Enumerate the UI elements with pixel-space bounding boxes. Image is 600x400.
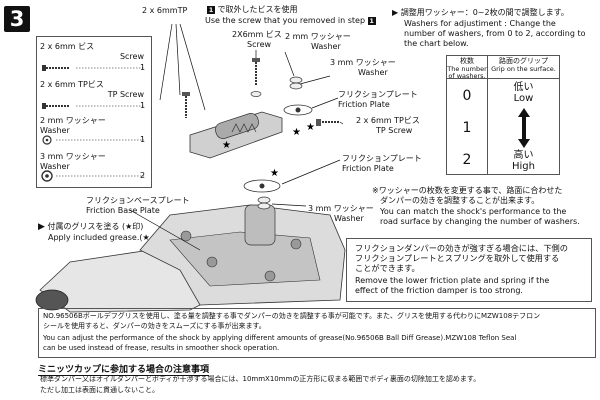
chart-col2-header: 路面のグリップ Grip on the surface. (488, 56, 559, 79)
double-arrow-icon (518, 108, 530, 148)
callout-screw-en: Screw (247, 40, 272, 49)
adjust-note-jp: ▶ 調整用ワッシャー：0~2枚の間で調整します。 (392, 8, 569, 17)
callout-screw-jp: 2X6mm ビス (232, 30, 282, 39)
remove-en-2: effect of the friction damper is too str… (355, 286, 523, 295)
callout-friction-plate-jp: フリクションプレート (338, 90, 418, 99)
svg-text:★: ★ (222, 140, 231, 151)
friction-base-jp: フリクションベースプレート (86, 196, 190, 205)
callout-washer-3mm-jp: 3 mm ワッシャー (330, 58, 396, 67)
remove-en-1: Remove the lower friction plate and spri… (355, 276, 550, 285)
callout-washer-3mm-bottom-jp: 3 mm ワッシャー (308, 204, 374, 213)
washer-change-jp-1: ※ワッシャーの枚数を変更する事で、路面に合わせた (372, 186, 563, 195)
remove-jp-3: ことができます。 (355, 263, 420, 273)
part-1-jp: 2 x 6mm ビス (40, 42, 95, 51)
remove-plate-box: フリクションダンパーの効きが強すぎる場合には、下側の フリクションプレートとスプ… (346, 238, 592, 302)
callout-washer-3mm-en: Washer (358, 68, 388, 77)
grease-info-jp-1: NO.96506Bボールデフグリスを使用し、塗る量を調整する事でダンパーの効きを… (43, 312, 541, 320)
part-3-jp: 2 mm ワッシャー (40, 116, 106, 125)
part-2-qty: 1 (140, 101, 146, 110)
grease-info-box: NO.96506Bボールデフグリスを使用し、塗る量を調整する事でダンパーの効きを… (38, 308, 596, 358)
cup-section-line-2: ただし加工は表面に貫通しないこと。 (40, 386, 159, 394)
part-1-en: Screw (119, 52, 144, 61)
part-3-qty: 1 (140, 135, 146, 144)
parts-list (36, 36, 152, 188)
svg-text:★: ★ (292, 127, 301, 138)
callout-friction-plate-mid-jp: フリクションプレート (342, 154, 422, 163)
washer-grip-chart: 枚数 The number of washers. 路面のグリップ Grip o… (446, 55, 560, 175)
callout-washer-3mm-bottom-en: Washer (334, 214, 364, 223)
step-ref-badge-en: 1 (367, 16, 376, 25)
part-2-jp: 2 x 6mm TPビス (40, 80, 104, 89)
callout-friction-plate-mid-en: Friction Plate (342, 164, 394, 173)
adjust-note-en-3: the chart below. (404, 39, 469, 48)
remove-jp-1: フリクションダンパーの効きが強すぎる場合には、下側の (355, 243, 568, 253)
grease-info-jp-2: シールを使用すると、ダンパーの効きをスムーズにする事が出来ます。 (43, 322, 266, 330)
remove-jp-2: フリクションプレートとスプリングを取外して使用する (355, 253, 560, 263)
washer-change-en-2: road surface by changing the number of w… (380, 217, 580, 226)
step-number: 3 (4, 6, 30, 32)
washer-change-en-1: You can match the shock's performance to… (380, 207, 567, 216)
callout-friction-plate-en: Friction Plate (338, 100, 390, 109)
tp-screw-icon (42, 103, 144, 109)
chart-high-label: 高い High (512, 150, 535, 172)
adjust-note-en-1: Washers for adjustiment : Change the (404, 19, 556, 28)
grease-info-en-1: You can adjust the performance of the sh… (43, 334, 517, 342)
grease-note-jp: ▶ 付属のグリスを塗る (★印) (38, 222, 144, 232)
grease-info-en-2: can be used instead of frease, results i… (43, 344, 280, 352)
callout-tp-screw-jp: 2 x 6mm TPビス (356, 116, 420, 125)
grease-note-en: Apply included grease.(★ marked) (48, 233, 186, 242)
washer-3mm-icon (41, 170, 144, 182)
washer-2mm-icon (42, 135, 144, 145)
chart-value-0: 0 (462, 88, 472, 104)
part-2-en: TP Screw (107, 90, 144, 99)
top-instruction-jp: 1 で取外したビスを使用 (207, 5, 298, 14)
part-4-qty: 2 (140, 171, 146, 180)
chart-col1-header: 枚数 The number of washers. (447, 56, 488, 80)
cup-section-line-1: 標準ダンパー又はオイルダンパーとボディが干渉する場合には、10mmX10mmの正… (40, 375, 481, 383)
part-1-qty: 1 (140, 63, 146, 72)
adjust-note-en-2: number of washers, from 0 to 2, accordin… (404, 29, 586, 38)
callout-washer-2mm-en: Washer (311, 42, 341, 51)
callout-washer-2mm-jp: 2 mm ワッシャー (285, 32, 351, 41)
svg-text:★: ★ (306, 122, 315, 133)
callout-tp-screw-en: TP Screw (376, 126, 413, 135)
cup-section-title: ミニッツカップに参加する場合の注意事項 (38, 362, 210, 376)
svg-text:★: ★ (270, 168, 279, 179)
part-3-en: Washer (40, 126, 70, 135)
part-4-en: Washer (40, 162, 70, 171)
chart-value-1: 1 (462, 120, 472, 136)
step-ref-badge: 1 (207, 5, 215, 14)
chart-low-label: 低い Low (513, 82, 534, 104)
part-4-jp: 3 mm ワッシャー (40, 152, 106, 161)
friction-base-en: Friction Base Plate (86, 206, 160, 215)
top-screw-size: 2 x 6mmTP (142, 6, 188, 15)
screw-icon (42, 65, 144, 71)
washer-change-jp-2: ダンパーの効きを調整することが出来ます。 (380, 196, 540, 205)
chart-value-2: 2 (462, 152, 472, 168)
top-instruction-en: Use the screw that you removed in step 1 (205, 16, 376, 25)
